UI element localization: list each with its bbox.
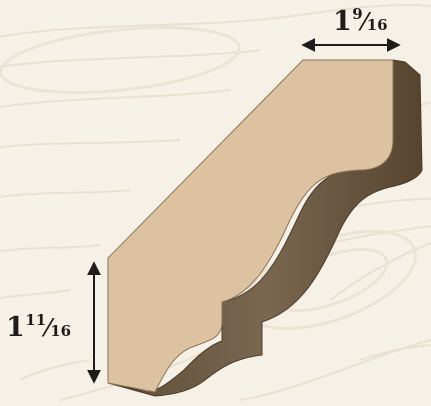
side-height-slash: ⁄ [46,313,51,342]
side-height-denominator: 16 [50,322,72,340]
top-width-numerator: 9 [352,5,363,23]
molding-front-face [107,59,394,393]
side-height-whole: 1 [6,312,25,343]
molding-side-face [107,59,423,397]
top-width-slash: ⁄ [362,7,367,36]
side-height-label: 111⁄16 [6,311,71,343]
side-height-numerator: 11 [25,311,47,329]
top-width-whole: 1 [333,6,352,37]
top-width-label: 19⁄16 [333,5,388,37]
top-width-denominator: 16 [366,16,388,34]
